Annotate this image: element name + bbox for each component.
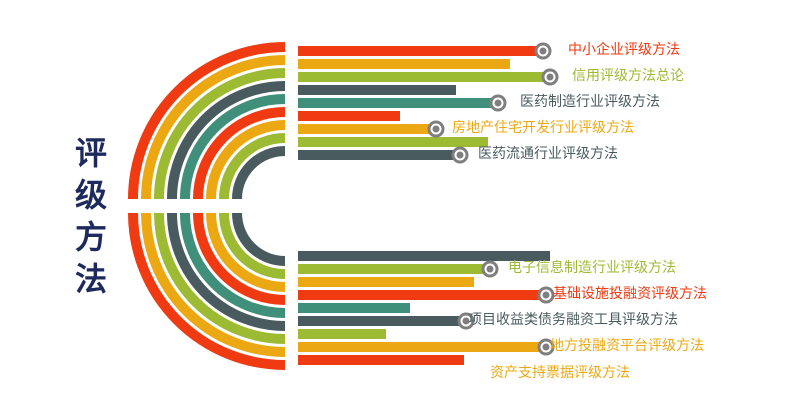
- upper-bar-6: [298, 111, 400, 121]
- upper-marker-4-core: [432, 125, 440, 133]
- upper-arc-9: [232, 146, 286, 200]
- upper-bar-4: [298, 85, 456, 95]
- lower-arc-3: [154, 212, 286, 344]
- lower-marker-1-core: [486, 265, 494, 273]
- upper-marker-2-core: [546, 73, 554, 81]
- lower-bar-5: [298, 303, 410, 313]
- label-residential-real-estate: 房地产住宅开发行业评级方法: [452, 120, 634, 136]
- lower-arc-4: [167, 212, 286, 331]
- title-char-3: 方: [74, 218, 107, 256]
- upper-arc-group: [128, 42, 286, 200]
- upper-bar-5: [298, 98, 498, 108]
- upper-bar-group: [298, 46, 550, 160]
- label-credit-rating-general: 信用评级方法总论: [572, 68, 684, 84]
- upper-bar-7: [298, 124, 436, 134]
- lower-arc-1: [128, 212, 286, 370]
- upper-bar-8: [298, 137, 488, 147]
- lower-arc-group: [128, 212, 286, 370]
- lower-arc-7: [206, 212, 286, 292]
- upper-marker-3-core: [494, 99, 502, 107]
- lower-bar-1: [298, 251, 550, 261]
- upper-bar-2: [298, 59, 510, 69]
- label-local-financing-platform: 地方投融资平台评级方法: [550, 338, 704, 354]
- upper-arc-7: [206, 120, 286, 200]
- lower-arc-9: [232, 212, 286, 266]
- label-pharma-manufacturing: 医药制造行业评级方法: [520, 94, 660, 110]
- upper-bar-9: [298, 150, 460, 160]
- lower-bar-3: [298, 277, 474, 287]
- lower-bar-8: [298, 342, 546, 352]
- label-infrastructure-financing: 基础设施投融资评级方法: [553, 286, 707, 302]
- label-electronics-manufacturing: 电子信息制造行业评级方法: [508, 260, 676, 276]
- label-asset-backed-notes: 资产支持票据评级方法: [490, 365, 630, 381]
- upper-arc-1: [128, 42, 286, 200]
- lower-arc-2: [141, 212, 286, 357]
- lower-bar-9: [298, 355, 464, 365]
- marker-group: [427, 42, 559, 356]
- upper-bar-1: [298, 46, 543, 56]
- title-char-4: 法: [74, 260, 107, 298]
- upper-arc-2: [141, 55, 286, 200]
- label-pharma-distribution: 医药流通行业评级方法: [478, 146, 618, 162]
- upper-marker-1-core: [539, 47, 547, 55]
- lower-bar-group: [298, 251, 550, 365]
- lower-marker-4-core: [542, 343, 550, 351]
- upper-arc-4: [167, 81, 286, 200]
- upper-bar-3: [298, 72, 550, 82]
- title-char-1: 评: [74, 134, 107, 172]
- upper-marker-5-core: [456, 151, 464, 159]
- lower-arc-8: [219, 212, 286, 279]
- lower-marker-3-core: [462, 317, 470, 325]
- lower-bar-4: [298, 290, 546, 300]
- lower-bar-2: [298, 264, 490, 274]
- lower-arc-6: [193, 212, 286, 305]
- lower-arc-5: [180, 212, 286, 318]
- lower-bar-6: [298, 316, 466, 326]
- title-char-2: 级: [74, 176, 107, 214]
- lower-bar-7: [298, 329, 386, 339]
- upper-arc-3: [154, 68, 286, 200]
- lower-marker-2-core: [542, 291, 550, 299]
- label-sme-rating-method: 中小企业评级方法: [568, 42, 680, 58]
- label-project-revenue-debt: 项目收益类债务融资工具评级方法: [468, 312, 678, 328]
- upper-arc-6: [193, 107, 286, 200]
- upper-arc-8: [219, 133, 286, 200]
- upper-arc-5: [180, 94, 286, 200]
- diagram-title: 评 级 方 法: [64, 132, 118, 300]
